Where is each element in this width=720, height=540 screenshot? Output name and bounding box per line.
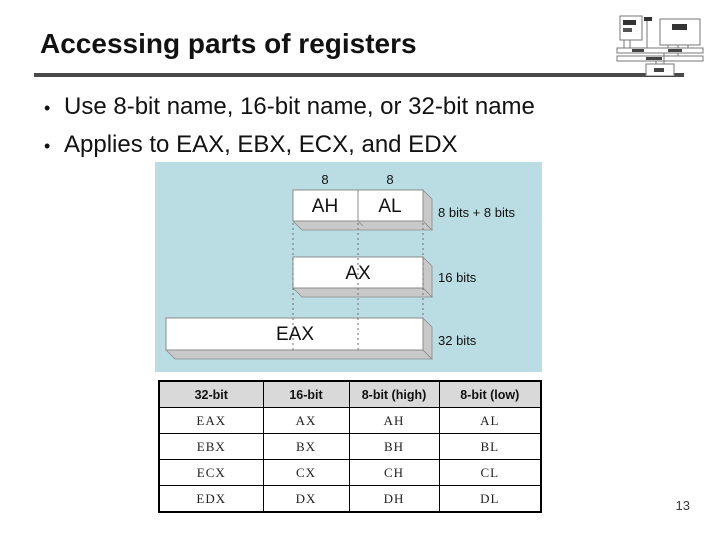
size-caption-dword: 32 bits bbox=[438, 333, 477, 348]
table-row: EAX AX AH AL bbox=[158, 407, 542, 434]
table-cell: EDX bbox=[158, 485, 264, 513]
eax-box-bottom-facet bbox=[165, 349, 433, 360]
title-divider bbox=[34, 73, 684, 77]
table-header-8bit-low: 8-bit (low) bbox=[438, 380, 542, 408]
table-row: EDX DX DH DL bbox=[158, 485, 542, 513]
table-cell: DL bbox=[438, 485, 542, 513]
table-cell: BH bbox=[348, 433, 440, 460]
size-caption-bytes: 8 bits + 8 bits bbox=[438, 205, 515, 220]
table-cell: BL bbox=[438, 433, 542, 460]
register-label-eax: EAX bbox=[276, 324, 314, 345]
table-cell: ECX bbox=[158, 459, 264, 486]
table-cell: DH bbox=[348, 485, 440, 513]
bullet-marker: • bbox=[44, 98, 51, 118]
bit-count-high-label: 8 bbox=[321, 172, 328, 187]
register-name-table: 32-bit 16-bit 8-bit (high) 8-bit (low) E… bbox=[158, 380, 542, 513]
register-diagram: 8 8 AH AL AX EAX 8 bits + bbox=[155, 162, 542, 372]
table-cell: EAX bbox=[158, 407, 264, 434]
register-label-al: AL bbox=[378, 196, 401, 217]
table-cell: AX bbox=[262, 407, 350, 434]
cpu-memory-bus-icon bbox=[616, 12, 706, 77]
table-cell: BX bbox=[262, 433, 350, 460]
bullet-text: Applies to EAX, EBX, ECX, and EDX bbox=[64, 131, 458, 158]
table-cell: AH bbox=[348, 407, 440, 434]
table-cell: DX bbox=[262, 485, 350, 513]
table-cell: CH bbox=[348, 459, 440, 486]
ax-box-face bbox=[292, 256, 424, 289]
table-header-16bit: 16-bit bbox=[262, 380, 350, 408]
page-title: Accessing parts of registers bbox=[40, 28, 417, 59]
table-row: EBX BX BH BL bbox=[158, 433, 542, 460]
bullet-item: • Applies to EAX, EBX, ECX, and EDX bbox=[44, 126, 694, 164]
table-cell: CL bbox=[438, 459, 542, 486]
table-header-row: 32-bit 16-bit 8-bit (high) 8-bit (low) bbox=[158, 380, 542, 408]
eax-box-face bbox=[165, 317, 424, 351]
bullet-list: • Use 8-bit name, 16-bit name, or 32-bit… bbox=[44, 88, 694, 164]
bullet-text: Use 8-bit name, 16-bit name, or 32-bit n… bbox=[64, 93, 535, 120]
table-row: ECX CX CH CL bbox=[158, 459, 542, 486]
table-cell: AL bbox=[438, 407, 542, 434]
table-header-8bit-high: 8-bit (high) bbox=[348, 380, 440, 408]
page-number: 13 bbox=[675, 498, 690, 513]
size-caption-word: 16 bits bbox=[438, 270, 477, 285]
bit-count-low-label: 8 bbox=[386, 172, 393, 187]
ax-box-bottom-facet bbox=[292, 287, 433, 298]
bullet-marker: • bbox=[44, 136, 51, 156]
table-cell: EBX bbox=[158, 433, 264, 460]
register-label-ah: AH bbox=[312, 196, 338, 217]
bullet-item: • Use 8-bit name, 16-bit name, or 32-bit… bbox=[44, 88, 694, 126]
table-cell: CX bbox=[262, 459, 350, 486]
table-header-32bit: 32-bit bbox=[158, 380, 264, 408]
